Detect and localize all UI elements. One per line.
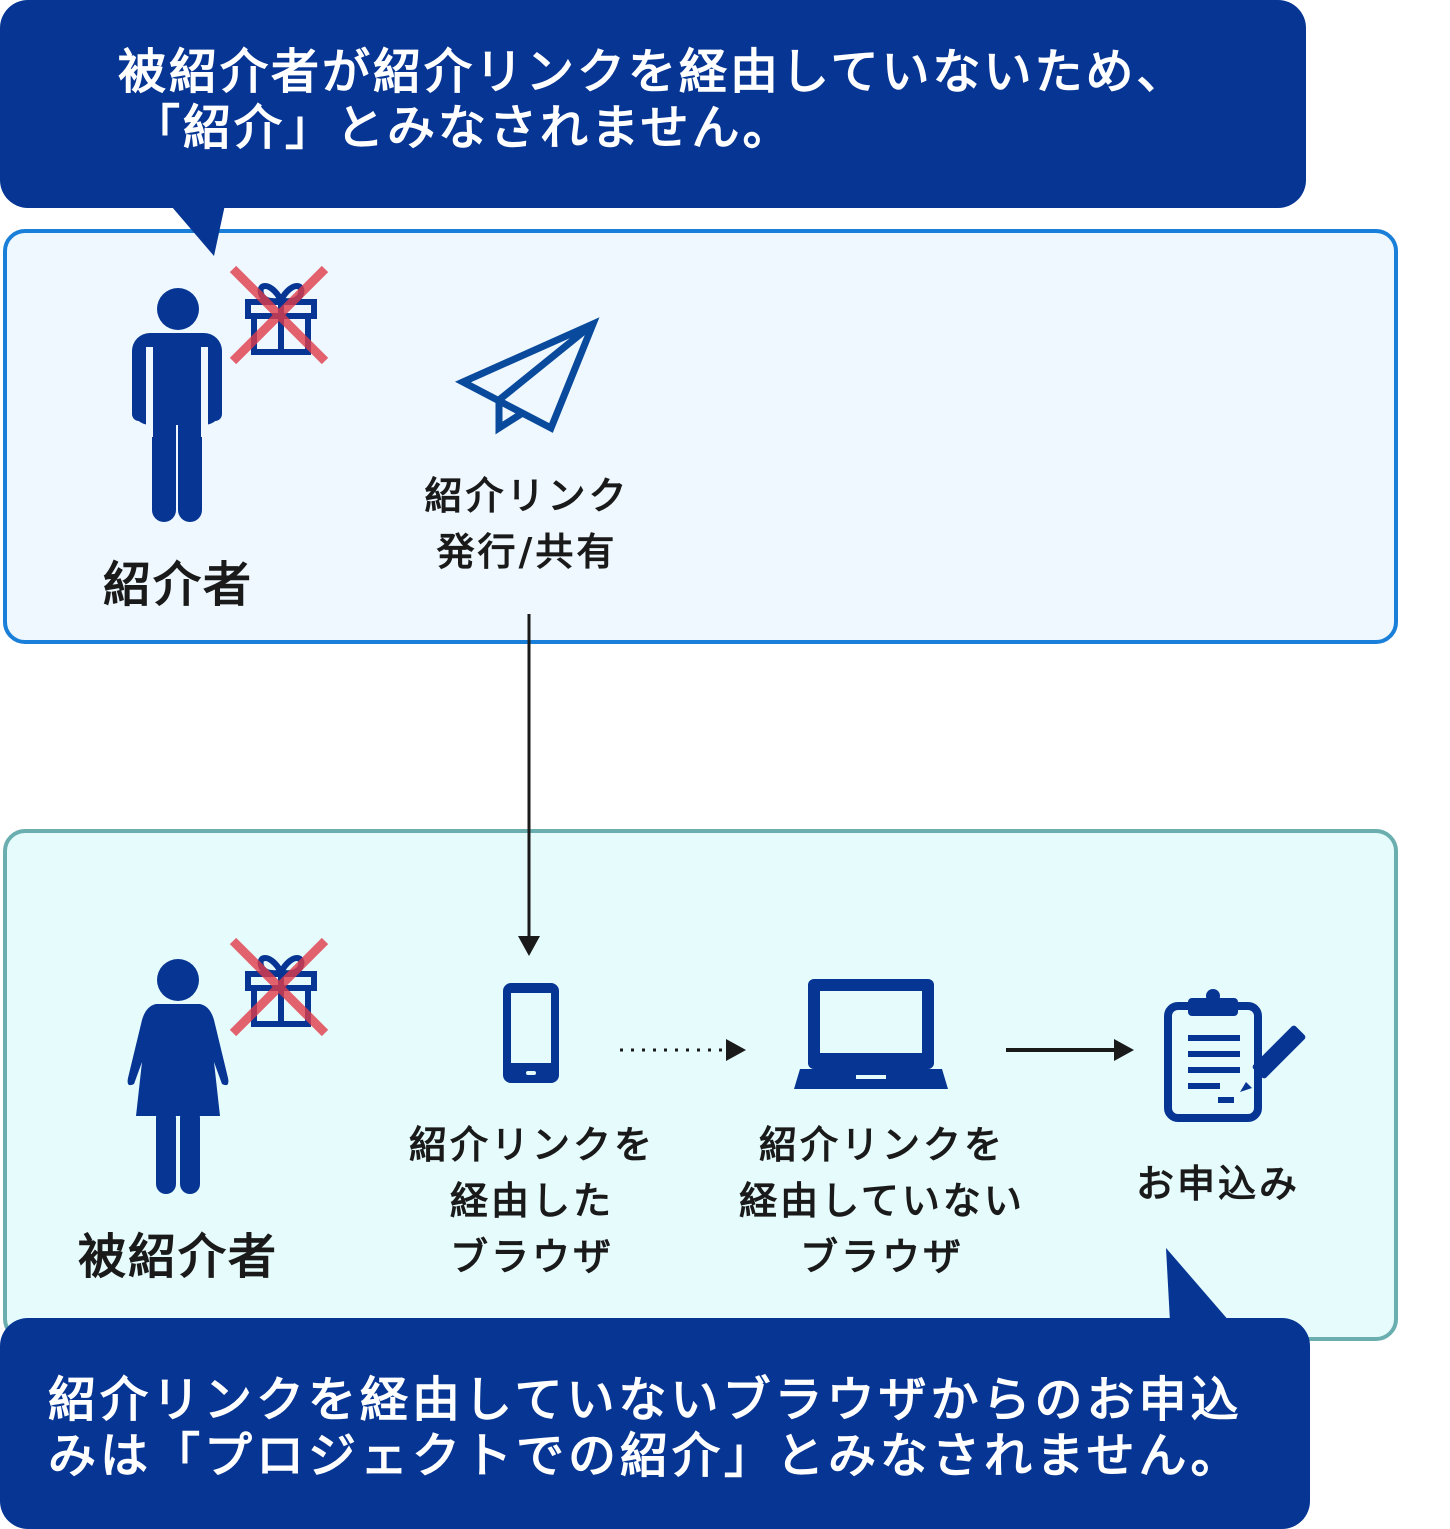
top-callout-line-2: 「紹介」とみなされません。 [132, 100, 794, 156]
step-label-via-link: 紹介リンクを 経由した ブラウザ [408, 1123, 655, 1279]
top-callout: 被紹介者が紹介リンクを経由していないため、 「紹介」とみなされません。 [0, 0, 1306, 208]
smartphone-icon [503, 983, 559, 1083]
clipboard-form-icon [1164, 989, 1306, 1122]
man-icon [132, 288, 222, 522]
bottom-callout-tail [1166, 1248, 1230, 1322]
referrer-panel [3, 229, 1398, 644]
gift-crossed-icon [229, 937, 329, 1037]
gift-crossed-icon [229, 265, 329, 365]
step-label-application: お申込み [1135, 1162, 1300, 1206]
bottom-callout-line-2: みは「プロジェクトでの紹介」とみなされません。 [48, 1428, 1243, 1484]
referee-label: 被紹介者 [77, 1229, 278, 1285]
top-callout-line-1: 被紹介者が紹介リンクを経由していないため、 [118, 44, 1188, 100]
referrer-label: 紹介者 [102, 557, 253, 613]
referral-link-label: 紹介リンク 発行/共有 [424, 474, 630, 574]
share-arrow [518, 614, 540, 956]
top-callout-tail [166, 200, 226, 256]
bottom-callout-line-1: 紹介リンクを経由していないブラウザからのお申込 [48, 1372, 1243, 1428]
step-label-not-via-link: 紹介リンクを 経由していない ブラウザ [739, 1123, 1025, 1279]
laptop-icon [794, 979, 948, 1089]
woman-icon [127, 959, 229, 1194]
solid-arrow [1006, 1039, 1134, 1061]
bottom-callout: 紹介リンクを経由していないブラウザからのお申込 みは「プロジェクトでの紹介」とみ… [0, 1318, 1310, 1529]
paper-plane-icon [454, 317, 600, 435]
dotted-arrow [620, 1039, 746, 1061]
